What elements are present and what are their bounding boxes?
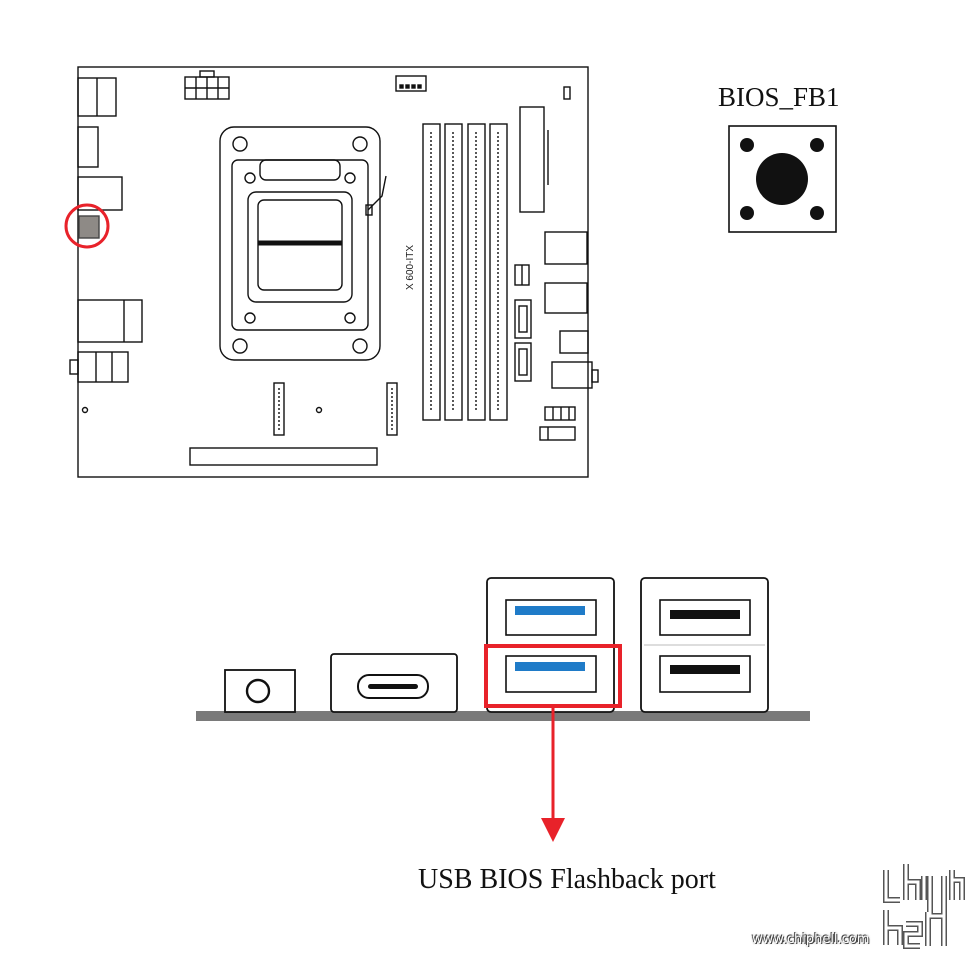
- fan-header-bottom: [539, 426, 576, 441]
- bios-button-highlight-circle: [64, 203, 110, 249]
- chiphell-logo-icon: [883, 864, 965, 949]
- io-round-button-icon: [245, 678, 271, 704]
- memory-slots: [422, 123, 508, 421]
- fan-header-top: [395, 75, 427, 92]
- io-block-4: [77, 299, 143, 343]
- usb3-port-flashback: [505, 655, 597, 693]
- cpu-power-connector: [184, 70, 230, 100]
- watermark-url: www.chiphell.com: [752, 932, 870, 947]
- flashback-port-label: USB BIOS Flashback port: [418, 864, 716, 895]
- board-model-label: X 600-ITX: [405, 244, 417, 291]
- bios-button-detail: [728, 125, 837, 233]
- motherboard: [64, 66, 599, 478]
- io-block-2: [77, 126, 99, 168]
- bios-button-label: BIOS_FB1: [718, 82, 840, 112]
- cpu-socket: [219, 126, 387, 361]
- sata-port-1: [514, 299, 532, 339]
- m2-slot-2: [386, 382, 398, 436]
- m2-slot-1: [273, 382, 285, 436]
- atx-power-connector: [519, 106, 545, 213]
- header-pins-2: [544, 406, 576, 421]
- sata-port-2: [514, 342, 532, 382]
- motherboard-outline: [77, 66, 589, 478]
- bios-button-cap: [756, 153, 808, 205]
- pcie-slot: [189, 447, 378, 466]
- bios-flashback-button-small: [78, 215, 100, 239]
- flashback-arrow: [541, 706, 565, 842]
- io-panel-base: [196, 711, 810, 721]
- usb3-port-top: [505, 599, 597, 636]
- rear-io-panel: [196, 577, 810, 721]
